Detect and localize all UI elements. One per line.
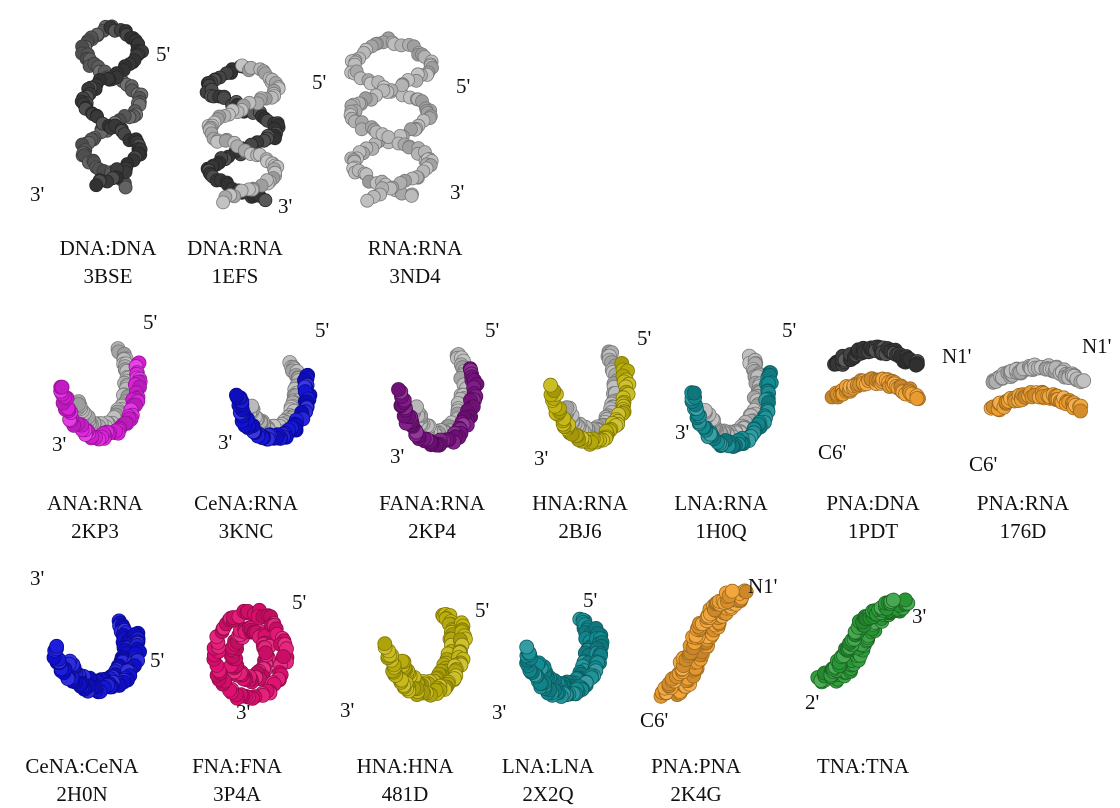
dna-rna-end-label-1: 5'	[312, 70, 326, 95]
pna-rna-molecule	[984, 358, 1091, 418]
hna-rna-molecule	[544, 345, 636, 451]
rna-rna-end-label-2: 3'	[450, 180, 464, 205]
fna-fna-caption: FNA:FNA3P4A	[167, 752, 307, 808]
dna-dna-name: DNA:DNA	[38, 234, 178, 262]
pna-rna-pdb-code: 176D	[953, 517, 1093, 545]
pna-dna-name: PNA:DNA	[803, 489, 943, 517]
pna-rna-end-label-2: C6'	[969, 452, 997, 477]
dna-rna-end-label-2: 3'	[278, 194, 292, 219]
ana-rna-molecule	[54, 342, 148, 446]
lna-lna-molecule	[520, 612, 609, 703]
pna-pna-pdb-code: 2K4G	[626, 780, 766, 808]
lna-rna-caption: LNA:RNA1H0Q	[651, 489, 791, 545]
cena-rna-caption: CeNA:RNA3KNC	[176, 489, 316, 545]
hna-rna-end-label-2: 3'	[534, 446, 548, 471]
hna-hna-end-label-2: 3'	[340, 698, 354, 723]
fna-fna-molecule	[207, 603, 294, 705]
dna-dna-pdb-code: 3BSE	[38, 262, 178, 290]
ana-rna-end-label-2: 3'	[52, 432, 66, 457]
cena-rna-end-label-2: 3'	[218, 430, 232, 455]
pna-dna-end-label-2: C6'	[818, 440, 846, 465]
dna-dna-molecule	[75, 20, 148, 194]
pna-rna-caption: PNA:RNA176D	[953, 489, 1093, 545]
dna-dna-caption: DNA:DNA3BSE	[38, 234, 178, 290]
cena-cena-pdb-code: 2H0N	[12, 780, 152, 808]
dna-rna-pdb-code: 1EFS	[165, 262, 305, 290]
fana-rna-end-label-1: 5'	[485, 318, 499, 343]
cena-cena-end-label-1: 3'	[30, 566, 44, 591]
lna-lna-name: LNA:LNA	[478, 752, 618, 780]
lna-rna-molecule	[685, 349, 779, 453]
pna-pna-caption: PNA:PNA2K4G	[626, 752, 766, 808]
pna-dna-pdb-code: 1PDT	[803, 517, 943, 545]
hna-hna-molecule	[378, 607, 473, 702]
cena-cena-name: CeNA:CeNA	[12, 752, 152, 780]
rna-rna-end-label-1: 5'	[456, 74, 470, 99]
rna-rna-pdb-code: 3ND4	[345, 262, 485, 290]
lna-lna-end-label-2: 3'	[492, 700, 506, 725]
rna-rna-caption: RNA:RNA3ND4	[345, 234, 485, 290]
dna-rna-caption: DNA:RNA1EFS	[165, 234, 305, 290]
pna-rna-name: PNA:RNA	[953, 489, 1093, 517]
fana-rna-molecule	[392, 348, 485, 453]
fana-rna-pdb-code: 2KP4	[362, 517, 502, 545]
cena-cena-end-label-2: 5'	[150, 648, 164, 673]
cena-rna-pdb-code: 3KNC	[176, 517, 316, 545]
pna-dna-molecule	[825, 340, 925, 406]
lna-rna-end-label-1: 5'	[782, 318, 796, 343]
cena-cena-molecule	[47, 614, 147, 699]
hna-rna-name: HNA:RNA	[510, 489, 650, 517]
fna-fna-end-label-2: 3'	[236, 700, 250, 725]
ana-rna-caption: ANA:RNA2KP3	[25, 489, 165, 545]
hna-rna-pdb-code: 2BJ6	[510, 517, 650, 545]
cena-cena-caption: CeNA:CeNA2H0N	[12, 752, 152, 808]
cena-rna-molecule	[229, 356, 317, 447]
lna-lna-end-label-1: 5'	[583, 588, 597, 613]
dna-dna-end-label-2: 3'	[30, 182, 44, 207]
lna-rna-end-label-2: 3'	[675, 420, 689, 445]
pna-pna-end-label-2: C6'	[640, 708, 668, 733]
lna-rna-name: LNA:RNA	[651, 489, 791, 517]
hna-rna-caption: HNA:RNA2BJ6	[510, 489, 650, 545]
ana-rna-name: ANA:RNA	[25, 489, 165, 517]
lna-rna-pdb-code: 1H0Q	[651, 517, 791, 545]
tna-tna-molecule	[811, 593, 915, 689]
tna-tna-end-label-1: 3'	[912, 604, 926, 629]
tna-tna-end-label-2: 2'	[805, 690, 819, 715]
fana-rna-end-label-2: 3'	[390, 444, 404, 469]
hna-rna-end-label-1: 5'	[637, 326, 651, 351]
tna-tna-caption: TNA:TNA	[793, 752, 933, 780]
hna-hna-name: HNA:HNA	[335, 752, 475, 780]
pna-pna-molecule	[654, 584, 753, 703]
pna-pna-name: PNA:PNA	[626, 752, 766, 780]
pna-dna-caption: PNA:DNA1PDT	[803, 489, 943, 545]
dna-dna-end-label-1: 5'	[156, 42, 170, 67]
ana-rna-pdb-code: 2KP3	[25, 517, 165, 545]
fna-fna-pdb-code: 3P4A	[167, 780, 307, 808]
cena-rna-name: CeNA:RNA	[176, 489, 316, 517]
pna-rna-end-label-1: N1'	[1082, 334, 1111, 359]
pna-dna-end-label-1: N1'	[942, 344, 971, 369]
fana-rna-caption: FANA:RNA2KP4	[362, 489, 502, 545]
fana-rna-name: FANA:RNA	[362, 489, 502, 517]
hna-hna-caption: HNA:HNA481D	[335, 752, 475, 808]
ana-rna-end-label-1: 5'	[143, 310, 157, 335]
dna-rna-molecule	[200, 59, 285, 209]
tna-tna-name: TNA:TNA	[793, 752, 933, 780]
lna-lna-caption: LNA:LNA2X2Q	[478, 752, 618, 808]
fna-fna-end-label-1: 5'	[292, 590, 306, 615]
hna-hna-pdb-code: 481D	[335, 780, 475, 808]
dna-rna-name: DNA:RNA	[165, 234, 305, 262]
fna-fna-name: FNA:FNA	[167, 752, 307, 780]
pna-pna-end-label-1: N1'	[748, 574, 777, 599]
rna-rna-molecule	[344, 32, 438, 207]
rna-rna-name: RNA:RNA	[345, 234, 485, 262]
hna-hna-end-label-1: 5'	[475, 598, 489, 623]
cena-rna-end-label-1: 5'	[315, 318, 329, 343]
lna-lna-pdb-code: 2X2Q	[478, 780, 618, 808]
